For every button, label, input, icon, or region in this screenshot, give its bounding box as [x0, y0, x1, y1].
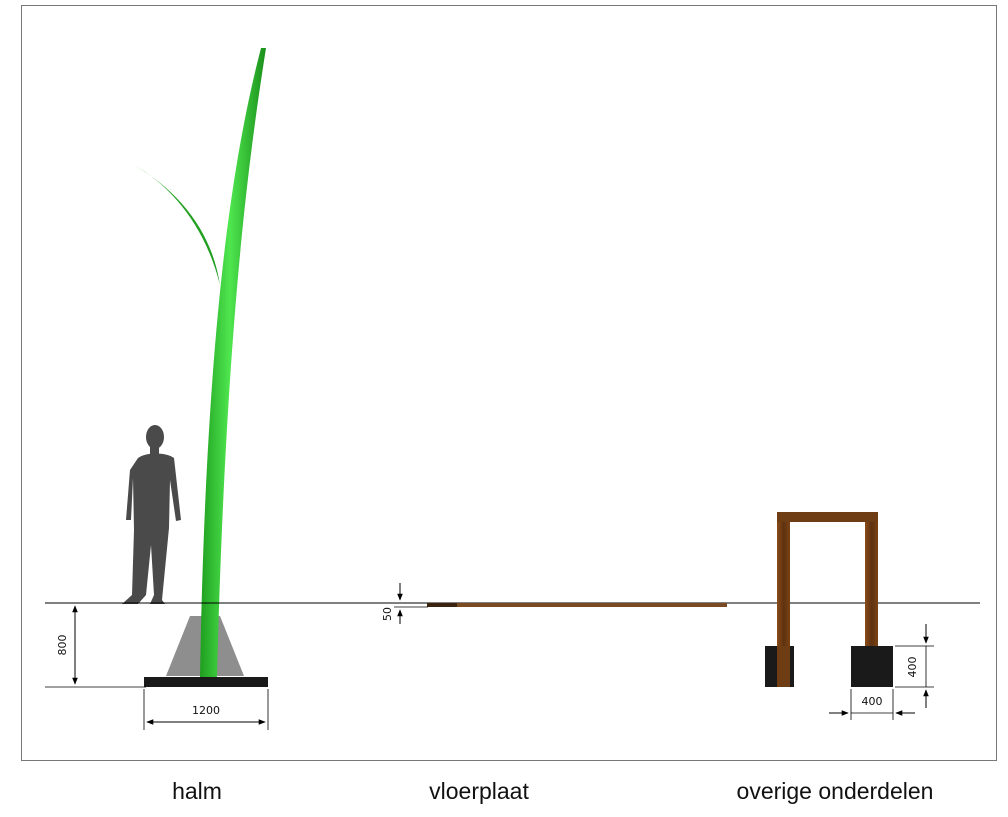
person-silhouette: [122, 425, 181, 604]
gate-right-post: [865, 512, 878, 648]
dimension-foundation-depth: 800: [45, 605, 146, 688]
drawing-frame: [21, 5, 997, 761]
dimension-foundation-width: 1200: [143, 689, 269, 730]
base-plate: [144, 677, 268, 687]
dimension-floor-plate-thickness: 50: [381, 583, 428, 624]
gate-top-beam: [777, 512, 878, 522]
floor-plate: [427, 603, 727, 607]
block-width-label: 400: [862, 695, 883, 708]
stalk: [200, 48, 266, 677]
foundation-width-label: 1200: [192, 704, 220, 717]
floor-plate-thickness-label: 50: [381, 607, 394, 621]
floor-plate-edge: [427, 603, 457, 607]
dimension-block-height: 400: [895, 624, 934, 708]
gate-frame: [765, 512, 893, 687]
block-height-label: 400: [906, 657, 919, 678]
caption-vloerplaat: vloerplaat: [429, 778, 529, 804]
gate-left-post: [777, 512, 790, 687]
gate-right-block: [851, 646, 893, 687]
foundation-depth-label: 800: [56, 635, 69, 656]
gate-left-post-inner: [777, 646, 790, 687]
dimension-block-width: 400: [829, 689, 915, 720]
caption-halm: halm: [172, 778, 222, 804]
halm-assembly: [122, 48, 268, 687]
caption-overige-onderdelen: overige onderdelen: [736, 778, 934, 804]
